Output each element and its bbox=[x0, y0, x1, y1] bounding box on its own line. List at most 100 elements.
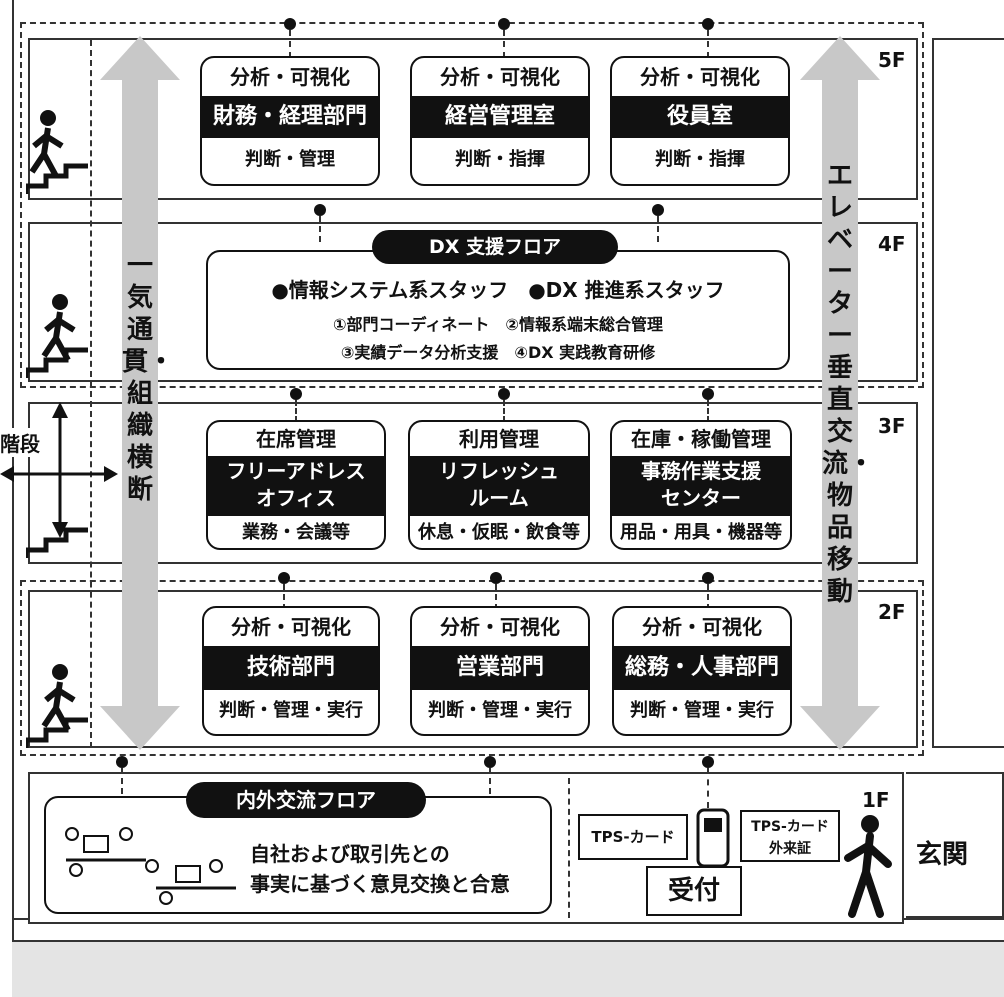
network-link bbox=[319, 216, 321, 242]
card-band-label: 総務・人事部門 bbox=[614, 646, 790, 690]
exchange-line-1: 自社および取引先との bbox=[250, 842, 450, 866]
network-link bbox=[495, 584, 497, 610]
dept-card-sales: 分析・可視化 営業部門 判断・管理・実行 bbox=[410, 606, 590, 736]
network-outline-lower bbox=[20, 580, 924, 756]
network-link bbox=[503, 30, 505, 58]
network-node bbox=[702, 756, 714, 768]
card-bottom-label: 判断・管理・実行 bbox=[630, 700, 774, 721]
climbing-person-icon bbox=[26, 664, 88, 748]
network-node bbox=[702, 18, 714, 30]
network-node bbox=[498, 388, 510, 400]
facility-card-office-support: 在庫・稼働管理 事務作業支援 センター 用品・用具・機器等 bbox=[610, 420, 792, 550]
card-band-label: 財務・経理部門 bbox=[202, 96, 378, 138]
entrance-area bbox=[906, 772, 1004, 918]
stair-divider bbox=[90, 40, 92, 748]
dx-support-box: ●情報システム系スタッフ ●DX 推進系スタッフ ①部門コーディネート ②情報系… bbox=[206, 250, 790, 370]
floor-label-2f: 2F bbox=[878, 600, 906, 624]
network-link bbox=[295, 400, 297, 422]
network-link bbox=[707, 768, 709, 808]
card-top-label: 分析・可視化 bbox=[440, 65, 560, 89]
network-link bbox=[283, 584, 285, 610]
network-node bbox=[702, 572, 714, 584]
card-reader-icon bbox=[696, 808, 730, 868]
card-top-label: 分析・可視化 bbox=[230, 65, 350, 89]
dept-card-engineering: 分析・可視化 技術部門 判断・管理・実行 bbox=[202, 606, 380, 736]
right-arrow-label: エレベーター 垂直交流・物品移動 bbox=[822, 161, 875, 607]
card-band-label: 事務作業支援 センター bbox=[612, 456, 790, 516]
dx-floor-title: DX 支援フロア bbox=[372, 230, 618, 264]
left-double-arrow bbox=[100, 36, 180, 750]
card-bottom-label: 判断・管理・実行 bbox=[219, 700, 363, 721]
dx-task-line-1: ①部門コーディネート ②情報系端末総合管理 bbox=[333, 315, 663, 334]
network-link bbox=[707, 30, 709, 58]
right-double-arrow bbox=[800, 36, 880, 750]
network-node bbox=[290, 388, 302, 400]
facility-card-free-address: 在席管理 フリーアドレス オフィス 業務・会議等 bbox=[206, 420, 386, 550]
network-node bbox=[498, 18, 510, 30]
network-link bbox=[657, 216, 659, 242]
dx-staff-line: ●情報システム系スタッフ ●DX 推進系スタッフ bbox=[271, 278, 725, 302]
walking-person-icon bbox=[844, 815, 892, 918]
network-node bbox=[314, 204, 326, 216]
stairs-icon bbox=[26, 527, 88, 558]
card-top-label: 分析・可視化 bbox=[642, 615, 762, 639]
card-top-label: 分析・可視化 bbox=[440, 615, 560, 639]
dept-card-executive: 分析・可視化 役員室 判断・指揮 bbox=[610, 56, 790, 186]
entrance-label: 玄関 bbox=[916, 840, 969, 870]
card-bottom-label: 判断・指揮 bbox=[655, 149, 745, 170]
card-bottom-label: 休息・仮眠・飲食等 bbox=[418, 522, 580, 543]
exchange-line-2: 事実に基づく意見交換と合意 bbox=[250, 872, 510, 896]
card-top-label: 在庫・稼働管理 bbox=[631, 427, 771, 451]
card-top-label: 利用管理 bbox=[459, 427, 539, 451]
network-link bbox=[707, 584, 709, 610]
card-band-label: フリーアドレス オフィス bbox=[208, 456, 384, 516]
network-link bbox=[707, 400, 709, 422]
card-band-label: 経営管理室 bbox=[412, 96, 588, 138]
stairs-label: 階段 bbox=[0, 428, 40, 457]
card-top-label: 在席管理 bbox=[256, 427, 336, 451]
card-bottom-label: 判断・管理 bbox=[245, 149, 335, 170]
network-node bbox=[278, 572, 290, 584]
card-band-label: 技術部門 bbox=[204, 646, 378, 690]
reception-divider bbox=[568, 778, 570, 918]
climbing-person-icon bbox=[26, 110, 88, 194]
ground-strip bbox=[12, 940, 1004, 997]
network-node bbox=[484, 756, 496, 768]
exchange-floor-title: 内外交流フロア bbox=[186, 782, 426, 818]
left-arrow-label: 一気通貫・組織横断 bbox=[122, 251, 175, 505]
stairs-cross-arrow bbox=[0, 402, 118, 538]
network-node bbox=[116, 756, 128, 768]
card-band-label: 役員室 bbox=[612, 96, 788, 138]
network-link bbox=[289, 30, 291, 58]
building-wall-left bbox=[12, 0, 14, 997]
card-top-label: 分析・可視化 bbox=[640, 65, 760, 89]
card-bottom-label: 用品・用具・機器等 bbox=[620, 522, 782, 543]
card-band-label: 営業部門 bbox=[412, 646, 588, 690]
dept-card-general-affairs: 分析・可視化 総務・人事部門 判断・管理・実行 bbox=[612, 606, 792, 736]
floor-label-4f: 4F bbox=[878, 232, 906, 256]
facility-card-refresh-room: 利用管理 リフレッシュ ルーム 休息・仮眠・飲食等 bbox=[408, 420, 590, 550]
floor-label-5f: 5F bbox=[878, 48, 906, 72]
network-node bbox=[702, 388, 714, 400]
card-bottom-label: 判断・指揮 bbox=[455, 149, 545, 170]
card-bottom-label: 業務・会議等 bbox=[242, 522, 350, 543]
floor-label-1f: 1F bbox=[862, 788, 890, 812]
card-band-label: リフレッシュ ルーム bbox=[410, 456, 588, 516]
dept-card-finance: 分析・可視化 財務・経理部門 判断・管理 bbox=[200, 56, 380, 186]
network-link bbox=[121, 768, 123, 794]
climbing-person-icon bbox=[26, 294, 88, 378]
network-link bbox=[489, 768, 491, 794]
network-node bbox=[284, 18, 296, 30]
floor-label-3f: 3F bbox=[878, 414, 906, 438]
tps-guest-card-label: TPS-カード 外来証 bbox=[740, 810, 840, 862]
network-node bbox=[490, 572, 502, 584]
network-link bbox=[503, 400, 505, 422]
card-top-label: 分析・可視化 bbox=[231, 615, 351, 639]
network-node bbox=[652, 204, 664, 216]
meeting-people-icon bbox=[65, 827, 236, 905]
dept-card-management: 分析・可視化 経営管理室 判断・指揮 bbox=[410, 56, 590, 186]
card-bottom-label: 判断・管理・実行 bbox=[428, 700, 572, 721]
elevator-shaft bbox=[932, 38, 1004, 748]
dx-task-line-2: ③実績データ分析支援 ④DX 実践教育研修 bbox=[340, 343, 656, 362]
tps-card-label: TPS-カード bbox=[578, 814, 688, 860]
